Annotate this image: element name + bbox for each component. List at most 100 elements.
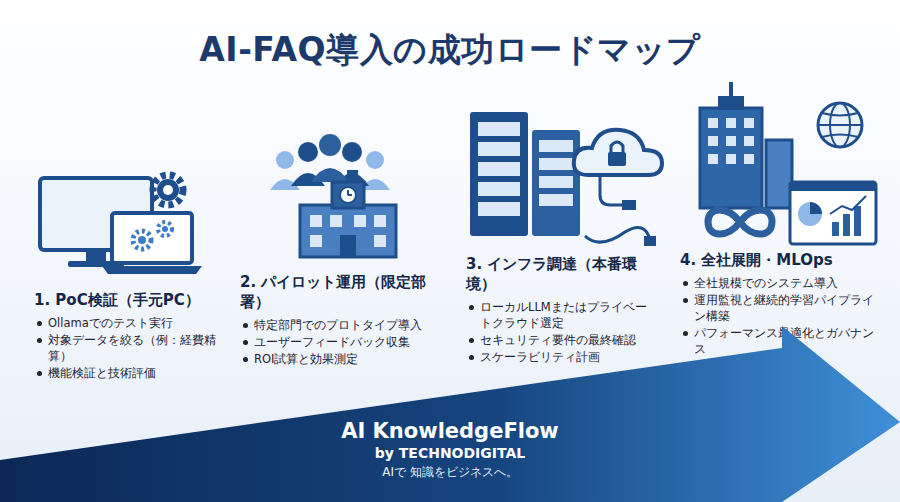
pc-icon-part xyxy=(162,226,168,232)
step-heading: 1. PoC検証（手元PC） xyxy=(34,290,229,310)
team-building-icon-part xyxy=(348,194,352,196)
team-building-icon-part xyxy=(276,151,294,169)
page-title: AI-FAQ導入の成功ロードマップ xyxy=(0,28,900,73)
enterprise-icon-part xyxy=(790,182,876,244)
step-bullet: スケーラビリティ計画 xyxy=(466,349,656,365)
pc-icon-part xyxy=(157,179,179,201)
step-bullet: 特定部門でのプロトタイプ導入 xyxy=(240,317,430,333)
step-bullet: 対象データを絞る（例：経費精算） xyxy=(34,332,229,364)
enterprise-icon-part xyxy=(822,113,858,137)
step-heading: 4. 全社展開・MLOps xyxy=(680,250,885,270)
team-building-icon-part xyxy=(340,235,356,257)
step-heading: 2. パイロット運用（限定部署） xyxy=(240,272,430,312)
step-bullet: ROI試算と効果測定 xyxy=(240,351,430,367)
enterprise-icon-part xyxy=(708,154,718,164)
step-bullet: ユーザーフィードバック収集 xyxy=(240,334,430,350)
server-cloud-icon-part xyxy=(478,162,520,176)
pc-icon-part xyxy=(133,231,151,249)
server-cloud-icon-part xyxy=(539,158,573,170)
enterprise-icon-part xyxy=(818,103,862,147)
brand-tagline: AIで 知識をビジネスへ。 xyxy=(250,463,650,481)
roadmap-step: 2. パイロット運用（限定部署） 特定部門でのプロトタイプ導入ユーザーフィードバッ… xyxy=(240,272,430,368)
enterprise-icon-part xyxy=(708,136,718,146)
roadmap-step: 1. PoC検証（手元PC） Ollamaでのテスト実行対象データを絞る（例：経費… xyxy=(34,290,229,382)
roadmap-step: 3. インフラ調達（本番環境） ローカルLLMまたはプライベートクラウド選定セキュ… xyxy=(466,254,656,366)
step-bullet: 機能検証と技術評価 xyxy=(34,365,229,381)
server-cloud-icon-part xyxy=(532,130,580,236)
pc-icon-part xyxy=(86,250,106,262)
enterprise-icon-part xyxy=(718,96,744,110)
server-cloud-icon-part xyxy=(622,200,636,210)
team-building-icon xyxy=(270,134,396,257)
team-building-icon-part xyxy=(374,235,386,247)
enterprise-icon-part xyxy=(726,118,736,128)
step-bullet: ローカルLLMまたはプライベートクラウド選定 xyxy=(466,299,656,331)
server-cloud-icon-part xyxy=(539,176,573,188)
enterprise-icon xyxy=(700,82,876,244)
enterprise-icon-part xyxy=(854,206,861,236)
brand-arrow-band: AI KnowledgeFlowby TECHNODIGITALAIで 知識をビ… xyxy=(0,318,900,502)
enterprise-icon-part xyxy=(790,182,876,191)
enterprise-icon-part xyxy=(744,154,754,164)
enterprise-icon-part xyxy=(798,202,822,226)
team-building-icon-part xyxy=(342,142,362,162)
team-building-icon-part xyxy=(310,215,322,227)
team-building-icon-part xyxy=(310,235,322,247)
enterprise-icon-part xyxy=(726,154,736,164)
enterprise-icon-part xyxy=(700,108,762,208)
team-building-icon-part xyxy=(298,142,318,162)
step-bullet: 全社規模でのシステム導入 xyxy=(680,275,885,291)
step-heading: 3. インフラ調達（本番環境） xyxy=(466,254,656,294)
enterprise-icon-part xyxy=(830,196,866,214)
brand-text-group: AI KnowledgeFlowby TECHNODIGITALAIで 知識をビ… xyxy=(250,418,650,481)
step-bullet: Ollamaでのテスト実行 xyxy=(34,315,229,331)
pc-icon-part xyxy=(158,222,172,236)
server-cloud-icon-part xyxy=(644,236,656,246)
step-bullet: 運用監視と継続的学習パイプライン構築 xyxy=(680,292,885,324)
pc-icon-part xyxy=(163,185,173,195)
brand-company: by TECHNODIGITAL xyxy=(250,444,650,463)
server-cloud-icon-part xyxy=(478,122,520,136)
server-cloud-icon-part xyxy=(470,112,528,236)
enterprise-icon-part xyxy=(726,136,736,146)
pc-icon-part xyxy=(112,213,192,263)
team-building-icon-part xyxy=(300,205,396,257)
pc-icon xyxy=(40,175,202,274)
team-building-icon-part xyxy=(332,182,364,208)
team-building-icon-part xyxy=(340,187,356,203)
enterprise-icon-part xyxy=(708,118,718,128)
team-building-icon-part xyxy=(354,215,366,227)
server-cloud-icon-part xyxy=(478,142,520,156)
team-building-icon-part xyxy=(319,134,341,156)
arrow-body xyxy=(0,326,900,502)
enterprise-icon-part xyxy=(708,210,772,234)
team-building-icon-part xyxy=(330,215,342,227)
enterprise-icon-part xyxy=(810,202,822,214)
server-cloud-icon-part xyxy=(608,152,626,166)
server-cloud-icon-part xyxy=(574,130,662,175)
enterprise-icon-part xyxy=(729,82,733,96)
step-bullet: セキュリティ要件の最終確認 xyxy=(466,332,656,348)
enterprise-icon-part xyxy=(843,214,850,236)
server-cloud-icon-part xyxy=(478,182,520,196)
brand-name: AI KnowledgeFlow xyxy=(250,418,650,444)
enterprise-icon-part xyxy=(818,124,862,126)
enterprise-icon-part xyxy=(744,118,754,128)
enterprise-icon-part xyxy=(744,136,754,146)
server-cloud-icon-part xyxy=(539,194,573,206)
server-cloud-icon-part xyxy=(611,142,623,152)
server-cloud-icon-part xyxy=(585,228,650,243)
enterprise-icon-part xyxy=(766,140,792,208)
team-building-icon-part xyxy=(311,168,349,182)
enterprise-icon-part xyxy=(832,222,839,236)
server-cloud-icon-part xyxy=(600,175,625,205)
team-building-icon-part xyxy=(348,170,358,176)
server-cloud-icon-part xyxy=(539,140,573,152)
server-cloud-icon xyxy=(470,112,662,246)
pc-icon-part xyxy=(138,236,146,244)
team-building-icon-part xyxy=(374,215,386,227)
pc-icon-part xyxy=(102,266,202,274)
pc-icon-part xyxy=(153,175,183,205)
team-building-icon-part xyxy=(366,151,384,169)
